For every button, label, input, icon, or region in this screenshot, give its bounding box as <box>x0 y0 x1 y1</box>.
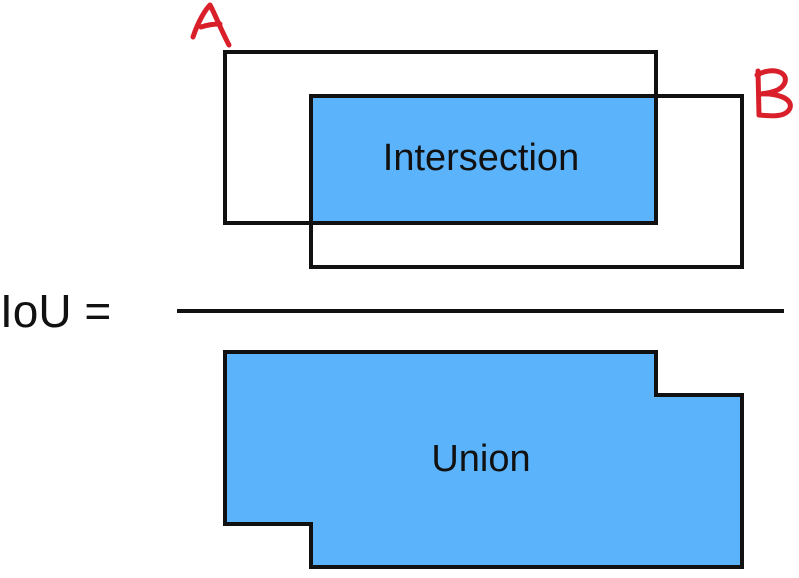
box-b-outline <box>309 94 744 269</box>
intersection-fill <box>311 96 656 223</box>
union-shape <box>223 350 744 569</box>
box-b-label: B <box>754 68 793 119</box>
union-label: Union <box>431 438 530 480</box>
iou-formula-label: IoU = <box>0 285 111 337</box>
box-a-label: A <box>190 2 232 48</box>
intersection-label: Intersection <box>383 137 579 179</box>
box-a-outline <box>223 50 658 225</box>
